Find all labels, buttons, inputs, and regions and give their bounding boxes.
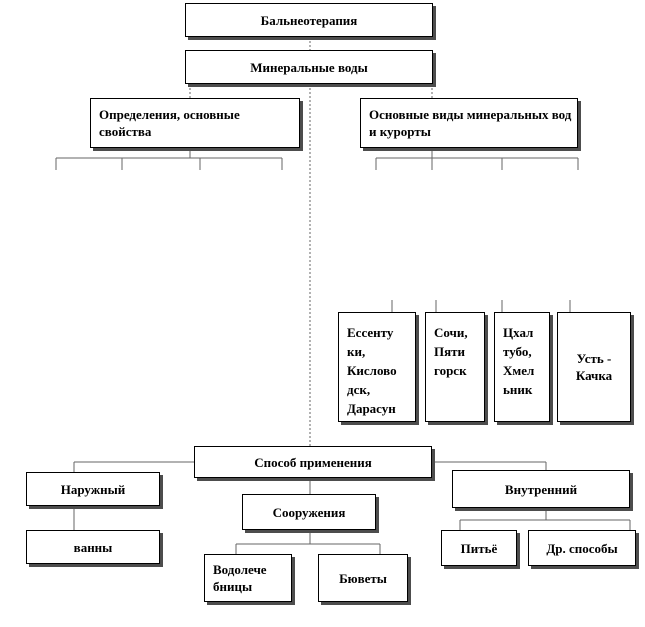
resort-box-4: Усть - Качка	[557, 312, 631, 422]
facilities-box: Сооружения	[242, 494, 376, 530]
application-box: Способ применения	[194, 446, 432, 478]
resort-box-2: Сочи, Пяти горск	[425, 312, 485, 422]
baths-box: ванны	[26, 530, 160, 564]
definitions-box: Определения, основные свойства	[90, 98, 300, 148]
hydropathic-box: Водолече бницы	[204, 554, 292, 602]
types-box: Основные виды минеральных вод и курорты	[360, 98, 578, 148]
buvettes-box: Бюветы	[318, 554, 408, 602]
other-methods-box: Др. способы	[528, 530, 636, 566]
external-box: Наружный	[26, 472, 160, 506]
root-box: Бальнеотерапия	[185, 3, 433, 37]
resort-box-3: Цхал тубо, Хмел ьник	[494, 312, 550, 422]
internal-box: Внутренний	[452, 470, 630, 508]
drinking-box: Питьё	[441, 530, 517, 566]
mineral-waters-box: Минеральные воды	[185, 50, 433, 84]
resort-box-1: Ессенту ки, Кисловo дск, Дарасун	[338, 312, 416, 422]
